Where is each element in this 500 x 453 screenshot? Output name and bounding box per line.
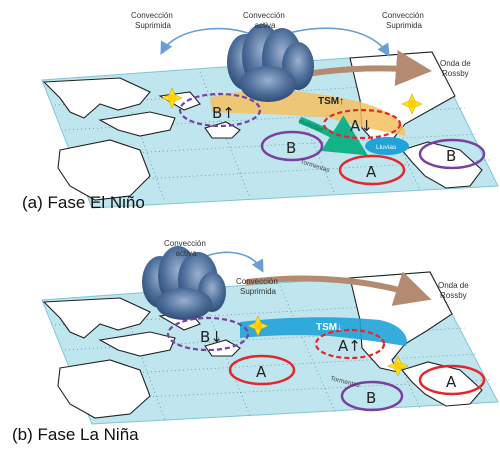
grid-b	[54, 279, 491, 421]
pressure-label-a2-b: A	[446, 373, 457, 391]
walker-arrow-right-a	[279, 27, 390, 57]
panel-a: Convección Suprimida Convección activa C…	[22, 11, 499, 212]
pressure-label-b-up-a: B↑	[212, 104, 235, 122]
pressure-label-b2-a: B	[446, 147, 456, 165]
panel-b: Convección activa Convección Suprimida O…	[12, 239, 499, 444]
high-ellipse-a1-a	[338, 154, 406, 186]
rossby-wave-label-b: Onda de Rossby	[438, 281, 471, 300]
convection-cloud-a	[227, 24, 314, 102]
pressure-label-a-up-b: A↑	[338, 337, 361, 355]
rain-label-a: Lluvias	[376, 144, 397, 151]
high-ellipse-a2-b	[418, 364, 486, 396]
pressure-label-b-down-b: B↓	[200, 328, 223, 346]
pressure-label-a-down-a: A↓	[350, 117, 373, 135]
suppressed-convection-label-b: Convección Suprimida	[236, 277, 280, 296]
sun-icon	[387, 355, 409, 377]
low-ellipse-b1-b	[340, 380, 404, 412]
sun-icon	[161, 87, 183, 109]
grid-a	[54, 59, 491, 203]
rossby-wave-label-a: Onda de Rossby	[440, 59, 473, 78]
convection-cloud-b	[142, 246, 226, 320]
low-ellipse-b2-a	[418, 138, 486, 170]
rossby-arrow-b	[245, 271, 432, 306]
suppressed-convection-right-label-a: Convección Suprimida	[382, 11, 426, 30]
rain-blob-a	[365, 137, 409, 155]
sun-icon	[247, 315, 269, 337]
tsm-label-a: TSM↑	[318, 96, 344, 107]
suppressed-convection-left-label-a: Convección Suprimida	[131, 11, 175, 30]
caption-a: (a) Fase El Niño	[22, 193, 145, 212]
active-convection-label-b: Convección activa	[164, 239, 208, 258]
cool-tsm-band-b	[240, 317, 407, 346]
low-ellipse-b-down-b	[166, 316, 250, 352]
low-ellipse-b-up-a	[178, 92, 262, 128]
low-ellipse-b1-a	[260, 130, 324, 162]
caption-b: (b) Fase La Niña	[12, 425, 139, 444]
walker-arrow-left-a	[160, 27, 256, 55]
humidity-arrow-a	[298, 115, 368, 156]
tsm-label-b: TSM↓	[316, 322, 342, 333]
pressure-label-b1-b: B	[366, 389, 376, 407]
sun-icon	[401, 93, 423, 115]
high-ellipse-a-down-a	[322, 108, 402, 140]
pressure-label-a1-b: A	[256, 363, 267, 381]
high-ellipse-a1-b	[228, 354, 296, 386]
pressure-label-a1-a: A	[366, 163, 377, 181]
active-convection-label-a: Convección activa	[243, 11, 287, 30]
pressure-label-b1-a: B	[286, 139, 296, 157]
high-ellipse-a-up-b	[314, 328, 386, 360]
